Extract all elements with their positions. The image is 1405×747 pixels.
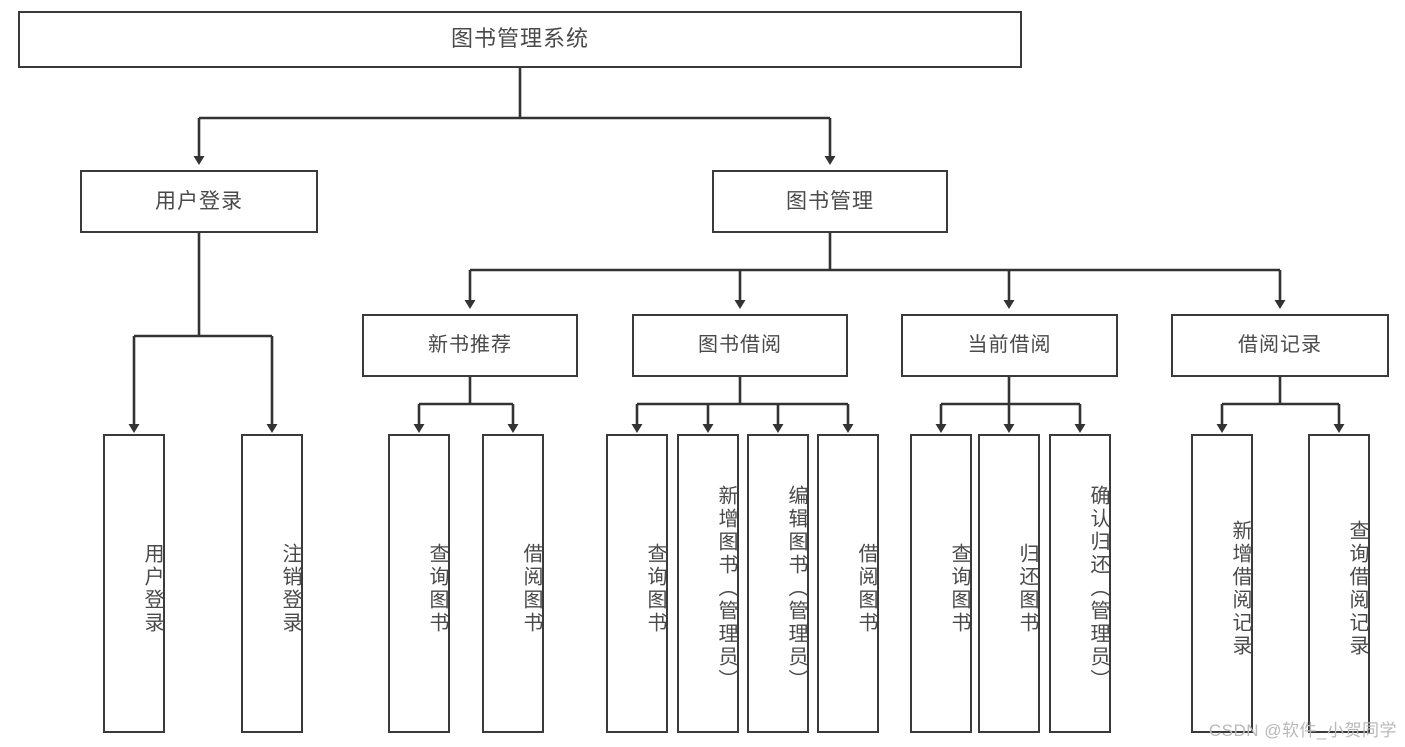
node-leaf-query-book-current[interactable]: 查询图书 bbox=[910, 434, 972, 733]
leaf-label: 确认归还（管理员） bbox=[1087, 485, 1109, 692]
node-book-manage[interactable]: 图书管理 bbox=[712, 170, 948, 233]
node-leaf-logout-login[interactable]: 注销登录 bbox=[241, 434, 303, 733]
node-leaf-query-book-borrow[interactable]: 查询图书 bbox=[606, 434, 668, 733]
leaf-label: 查询图书 bbox=[426, 542, 448, 635]
node-leaf-return-book[interactable]: 归还图书 bbox=[978, 434, 1040, 733]
node-leaf-borrow-book[interactable]: 借阅图书 bbox=[817, 434, 879, 733]
node-leaf-confirm-return[interactable]: 确认归还（管理员） bbox=[1049, 434, 1111, 733]
leaf-label: 查询借阅记录 bbox=[1346, 519, 1368, 658]
leaf-label: 注销登录 bbox=[279, 542, 301, 635]
leaf-label: 查询图书 bbox=[644, 542, 666, 635]
node-borrow-record[interactable]: 借阅记录 bbox=[1171, 314, 1389, 377]
node-leaf-edit-book[interactable]: 编辑图书（管理员） bbox=[747, 434, 809, 733]
node-leaf-borrow-book-recommend[interactable]: 借阅图书 bbox=[482, 434, 544, 733]
leaf-label: 借阅图书 bbox=[520, 542, 542, 635]
node-root-system[interactable]: 图书管理系统 bbox=[18, 11, 1022, 68]
leaf-label: 编辑图书（管理员） bbox=[785, 485, 807, 692]
leaf-label: 查询图书 bbox=[948, 542, 970, 635]
node-leaf-user-login[interactable]: 用户登录 bbox=[103, 434, 165, 733]
leaf-label: 用户登录 bbox=[141, 542, 163, 635]
node-book-borrow[interactable]: 图书借阅 bbox=[632, 314, 848, 377]
node-leaf-query-borrow-record[interactable]: 查询借阅记录 bbox=[1308, 434, 1370, 733]
node-leaf-add-borrow-record[interactable]: 新增借阅记录 bbox=[1191, 434, 1253, 733]
watermark-credit: CSDN @软件_小贺同学 bbox=[1208, 721, 1397, 740]
node-user-login[interactable]: 用户登录 bbox=[80, 170, 318, 233]
leaf-label: 归还图书 bbox=[1016, 542, 1038, 635]
leaf-label: 新增图书（管理员） bbox=[715, 485, 737, 692]
leaf-label: 借阅图书 bbox=[855, 542, 877, 635]
leaf-label: 新增借阅记录 bbox=[1229, 519, 1251, 658]
node-current-borrow[interactable]: 当前借阅 bbox=[901, 314, 1118, 377]
node-leaf-query-book-recommend[interactable]: 查询图书 bbox=[388, 434, 450, 733]
node-new-book-recommend[interactable]: 新书推荐 bbox=[362, 314, 578, 377]
node-leaf-add-book[interactable]: 新增图书（管理员） bbox=[677, 434, 739, 733]
